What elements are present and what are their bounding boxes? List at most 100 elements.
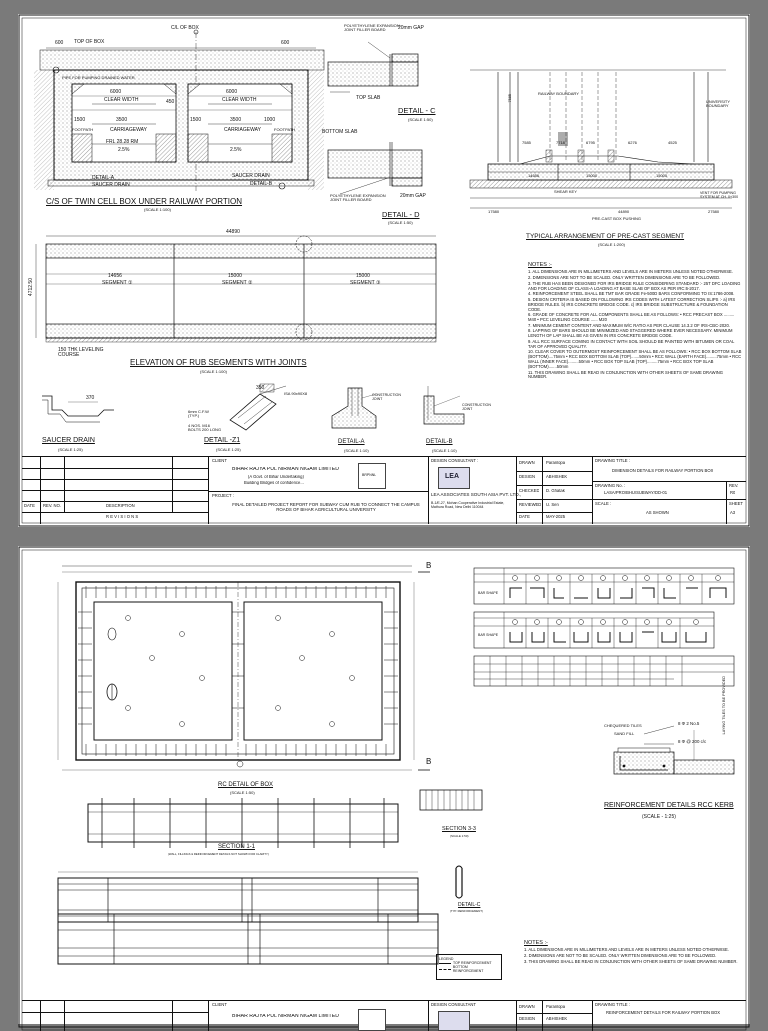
- cs-carriageway-left: CARRIAGEWAY: [110, 127, 147, 133]
- typical-vertical-label-1: 7585: [508, 94, 512, 103]
- cs-dim-6000-right: 6000: [226, 89, 238, 95]
- typical-dim-6795: 6795: [586, 140, 595, 145]
- cs-pipe-label: PIPE FOR PUMPING DRAINED WATER: [62, 75, 135, 80]
- z1-cfw-label: 6mm C.F.W (TYP.): [188, 409, 209, 419]
- sheet1-frame: [18, 14, 750, 527]
- detail-a-joint-label: CONSTRUCTION JOINT: [372, 393, 401, 401]
- legend-title: LEGEND: [439, 957, 454, 961]
- tb1-consultant-label: DESIGN CONSULTANT :: [431, 459, 479, 463]
- detail-d-joint-label: POLYETHYLENE EXPANSION JOINT FILLER BOAR…: [330, 193, 386, 203]
- section-3-3-drawing: [419, 789, 483, 811]
- cs-clear-width-right: CLEAR WIDTH: [222, 97, 257, 103]
- z1-dim-350: 350: [256, 385, 265, 391]
- tb1-date-label: DATE: [519, 515, 530, 519]
- sheet1-note-11: 11. THIS DRAWING SHALL BE READ IN CONJUN…: [528, 369, 724, 380]
- tb1-consultant-name: LEA ASSOCIATES SOUTH ASIA PVT. LTD.,: [431, 492, 522, 497]
- elevation-height-dim: 4712.50: [28, 278, 34, 297]
- elevation-seg2-len: 15000: [228, 273, 242, 279]
- cs-footpath-right: FOOTPATH: [274, 127, 296, 132]
- typical-scale: (SCALE 1:200): [598, 242, 625, 247]
- section-3-3-scale: (SCALE 1:50): [450, 834, 469, 838]
- detail-d-gap-label: 20mm GAP: [400, 193, 426, 199]
- elevation-leveling-label: 150 THK LEVELING COURSE: [58, 347, 104, 359]
- detail-b-joint-label: CONSTRUCTION JOINT: [462, 403, 491, 411]
- bbs-table-3: [473, 655, 735, 687]
- cs-footpath-left: FOOTPATH: [72, 127, 94, 132]
- legend-item-top: TOP REINFORCEMENT: [439, 961, 499, 965]
- sheet2-note-1: 1. ALL DIMENSIONS ARE IN MILLIMETERS AND…: [524, 947, 730, 953]
- cs-frl-label: FRL 28.28 RM: [106, 139, 139, 145]
- tb1-scale-label: SCALE :: [595, 502, 612, 506]
- tb2-design-label: DESIGN: [519, 1017, 536, 1021]
- tb1-drawn-label: DRAWN: [519, 461, 535, 465]
- bbs2-bar-shape-label: BAR SHAPE: [478, 633, 499, 637]
- typical-dim-4525: 4525: [668, 140, 677, 145]
- bbs-table-2: [473, 611, 715, 649]
- legend-line-top-icon: [439, 962, 451, 964]
- tb1-drawn-value: Paranlopa: [546, 461, 566, 465]
- tb1-project-text: FINAL DETAILED PROJECT REPORT FOR SUBWAY…: [232, 502, 420, 513]
- tb1-checked-label: CHECKED: [519, 489, 540, 493]
- tb1-reviewed-label: REVIEWED: [519, 503, 542, 507]
- typical-university-boundary-label: UNIVERSITY BOUNDARY: [706, 99, 730, 109]
- tb1-client-label: CLIENT: [212, 459, 227, 463]
- tb1-reviewed-value: U. Sen: [546, 503, 559, 507]
- tb1-sheet-value: A3: [730, 511, 736, 515]
- cs-dim-1500-b: 1500: [190, 117, 202, 123]
- elevation-seg2-label: SEGMENT ②: [222, 280, 253, 286]
- typical-dim-7718: 7718: [556, 140, 565, 145]
- cs-clear-width-left: CLEAR WIDTH: [104, 97, 139, 103]
- detail-d-bottom-slab-label: BOTTOM SLAB: [322, 129, 358, 135]
- detail-c-title: DETAIL - C: [398, 106, 436, 115]
- sheet1-note-4: 4. REINFORCEMENT STEEL SHALL BE TMT BAR …: [528, 291, 735, 297]
- saucer-drain-drawing: [42, 395, 114, 423]
- lea-logo-text: LEA: [445, 473, 459, 480]
- tb1-rev-value: R0: [730, 491, 736, 495]
- tb1-consultant-address: B-1/E-27, Mohan Cooperative Industrial E…: [431, 501, 505, 510]
- detail-b-title: DETAIL-B: [426, 439, 453, 445]
- cs-dim-6000-left: 6000: [110, 89, 122, 95]
- tb1-design-label: DESIGN: [519, 475, 536, 479]
- typical-dim-17580: 17580: [488, 209, 500, 214]
- cs-saucer-drain-callout: SAUCER DRAIN: [92, 182, 130, 188]
- cs-dim-450: 450: [166, 99, 175, 105]
- tb1-checked-value: D. Ghatak: [546, 489, 565, 493]
- sheet2-note-2: 2. DIMENSIONS ARE NOT TO BE SCALED. ONLY…: [524, 953, 717, 959]
- detail-d-scale: (SCALE 1:50): [388, 220, 413, 225]
- sheet1-note-9: 9. ALL RCC SURFACE COMING IN CONTACT WIT…: [528, 338, 735, 349]
- section-1-1-title: SECTION 1-1: [218, 844, 256, 850]
- typical-vent-label: VENT FOR PUMPING SYSTEM AT CH. 0+300: [700, 191, 739, 199]
- sheet1-note-6: 6. GRADE OF CONCRETE FOR ALL COMPONENTS …: [528, 312, 735, 323]
- detail-c-gap-label: 20mm GAP: [398, 25, 424, 31]
- bbs-table-1: [473, 567, 735, 605]
- sheet2-title-block: CLIENT BIHAR RAJYA PUL NIRMAN NIGAM LIMI…: [22, 1000, 746, 1031]
- section-1-1-subtitle: (WALL, FILLINGS & REINFORCEMENT DETAILS …: [168, 852, 269, 856]
- sheet2-brpnnl-logo: [358, 1009, 386, 1031]
- sheet2-lea-logo: [438, 1011, 470, 1031]
- legend-line-bottom-icon: [439, 968, 451, 970]
- typical-railway-boundary-label: RAILWAY BOUNDARY: [538, 91, 579, 96]
- elevation-seg3-label: SEGMENT ③: [350, 280, 381, 286]
- tb2-client-name: BIHAR RAJYA PUL NIRMAN NIGAM LIMITED: [232, 1014, 339, 1019]
- section-1-1-lower-drawing: [57, 913, 439, 965]
- sheet1-title-block: DATE REV. NO. DESCRIPTION R E V I S I O …: [22, 456, 746, 524]
- elevation-drawing: [35, 235, 437, 343]
- detail-a-scale: (SCALE 1:10): [344, 448, 369, 453]
- sheet1-note-5: 5. DESIGN CRITERIA IS BASED ON FOLLOWING…: [528, 296, 736, 312]
- cs-dim-1500-a: 1500: [74, 117, 86, 123]
- typical-arrangement-drawing: [469, 69, 733, 209]
- typical-dim-6276: 6276: [628, 140, 637, 145]
- sheet2-detail-c-drawing: [455, 865, 463, 899]
- sheet2-detail-c-scale: (TYP. REINFORCEMENT): [450, 909, 483, 913]
- sheet2-note-3: 3. THIS DRAWING SHALL BE READ IN CONJUNC…: [524, 958, 738, 964]
- cs-carriageway-right: CARRIAGEWAY: [224, 127, 261, 133]
- cs-twin-cell-box-drawing: [34, 29, 325, 191]
- detail-d-title: DETAIL - D: [382, 210, 420, 219]
- tb1-project-label: PROJECT :: [212, 494, 234, 498]
- detail-z1-title: DETAIL -Z1: [204, 437, 241, 444]
- elevation-seg3-len: 15000: [356, 273, 370, 279]
- legend-item-top-label: TOP REINFORCEMENT: [453, 961, 492, 965]
- elevation-seg1-label: SEGMENT ①: [102, 280, 133, 286]
- saucer-drain-title: SAUCER DRAIN: [42, 437, 95, 444]
- detail-z1-drawing: [229, 383, 287, 431]
